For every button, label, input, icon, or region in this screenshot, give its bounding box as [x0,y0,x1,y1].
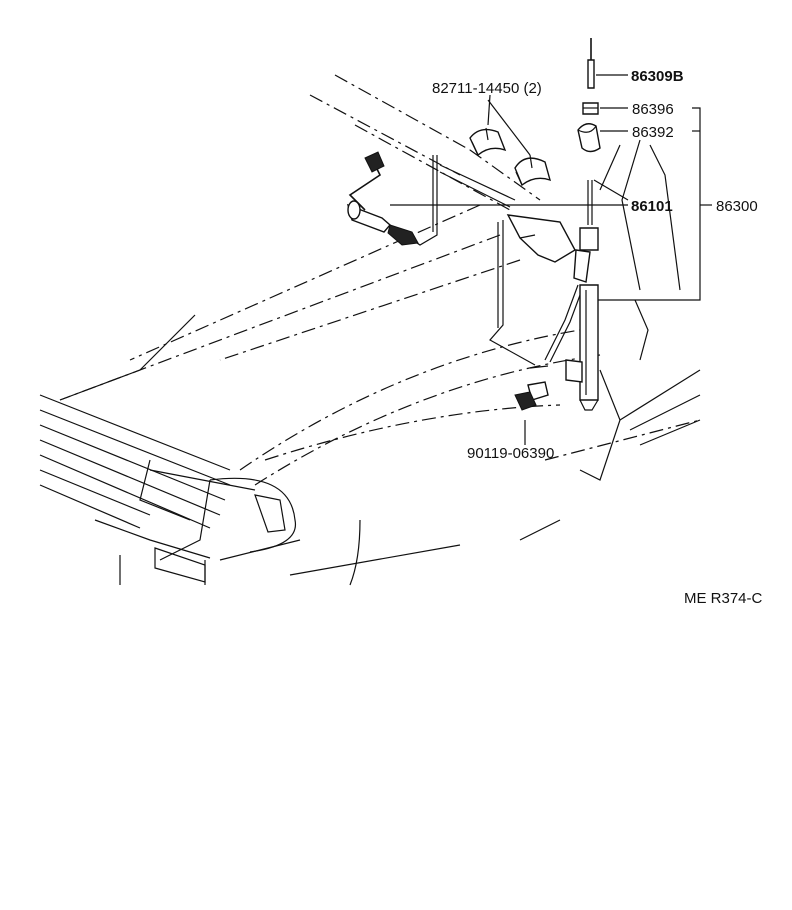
cable-clamp-1 [469,127,507,157]
label-86392: 86392 [632,124,674,141]
antenna-nut-86396 [582,102,599,115]
label-86101: 86101 [631,198,673,215]
label-90119-06390: 90119-06390 [467,445,554,462]
label-86300: 86300 [716,198,758,215]
antenna-mast-86101 [565,180,599,411]
antenna-rod-86309b [587,38,595,89]
fender-cover-molding [506,214,576,263]
leader-lines [390,74,712,445]
label-86309b: 86309B [631,68,684,85]
label-86396: 86396 [632,101,674,118]
vehicle-body-outline [39,74,701,586]
bolt-90119-06390 [514,365,549,411]
diagram-reference-code: ME R374-C [684,590,763,607]
antenna-pad-86392 [577,123,601,153]
label-82711-14450: 82711-14450 (2) [432,80,542,97]
cable-clamp-2 [514,154,552,187]
antenna-amplifier [346,200,419,246]
